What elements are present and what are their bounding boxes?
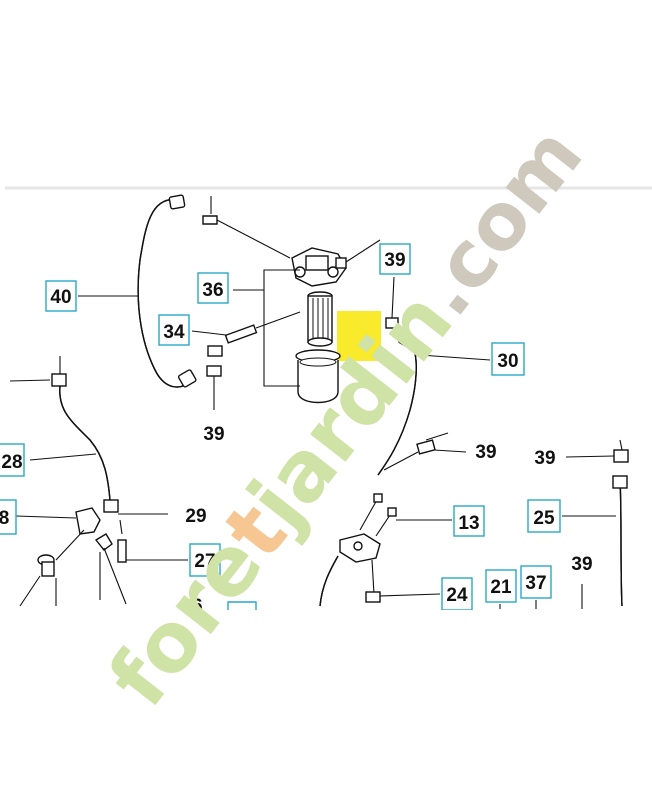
svg-text:13: 13 xyxy=(458,513,479,534)
bolt-34 xyxy=(191,311,301,344)
callout-13: 13 xyxy=(453,505,485,537)
callout-30: 30 xyxy=(491,342,525,376)
callout-partial-bottom xyxy=(227,601,257,610)
fitting-13-assembly xyxy=(319,493,452,607)
svg-text:21: 21 xyxy=(490,577,512,598)
label-39-right: 39 xyxy=(534,448,555,469)
svg-text:24: 24 xyxy=(446,585,468,606)
callout-25: 25 xyxy=(527,499,561,533)
svg-text:30: 30 xyxy=(497,351,518,372)
svg-text:28: 28 xyxy=(1,452,22,473)
callout-27: 27 xyxy=(189,543,221,577)
fuel-hose-30 xyxy=(377,331,491,476)
svg-text:8: 8 xyxy=(0,508,9,529)
callout-37: 37 xyxy=(520,565,552,599)
callout-28: 28 xyxy=(0,443,25,477)
hose-clamp-left xyxy=(206,345,223,410)
filter-head xyxy=(291,239,381,287)
callout-36: 36 xyxy=(197,272,229,304)
svg-text:34: 34 xyxy=(163,322,185,343)
watermark-suffix: .com xyxy=(400,111,601,332)
callout-24: 24 xyxy=(441,577,473,611)
fuel-hose-25 xyxy=(562,439,629,607)
highlighted-filter xyxy=(337,311,381,361)
callout-40: 40 xyxy=(45,280,77,312)
callout-8: 8 xyxy=(0,499,17,535)
hose-clamp-39-top xyxy=(385,276,399,329)
svg-text:40: 40 xyxy=(50,287,71,308)
filter-cartridge xyxy=(307,291,333,347)
callout-34: 34 xyxy=(158,314,190,346)
bottom-blank-area xyxy=(0,610,652,800)
svg-text:27: 27 xyxy=(194,551,215,572)
label-39-below-34: 39 xyxy=(203,424,224,445)
fuel-hose-40 xyxy=(137,194,197,388)
svg-text:25: 25 xyxy=(533,508,555,529)
fittings-lower-left xyxy=(15,507,188,607)
svg-text:39: 39 xyxy=(384,250,405,271)
label-39-far: 39 xyxy=(571,554,592,575)
label-39-mid: 39 xyxy=(475,442,496,463)
svg-text:36: 36 xyxy=(202,280,223,301)
fuel-hose-28 xyxy=(9,356,168,515)
filter-bowl xyxy=(295,349,341,404)
hose-clamp-top xyxy=(202,196,291,259)
label-29: 29 xyxy=(185,506,206,527)
hose-clamp-39-mid xyxy=(383,432,467,471)
callout-39-top: 39 xyxy=(379,243,411,275)
bracket-36 xyxy=(263,269,300,387)
svg-text:37: 37 xyxy=(525,573,546,594)
callout-21: 21 xyxy=(485,569,517,603)
